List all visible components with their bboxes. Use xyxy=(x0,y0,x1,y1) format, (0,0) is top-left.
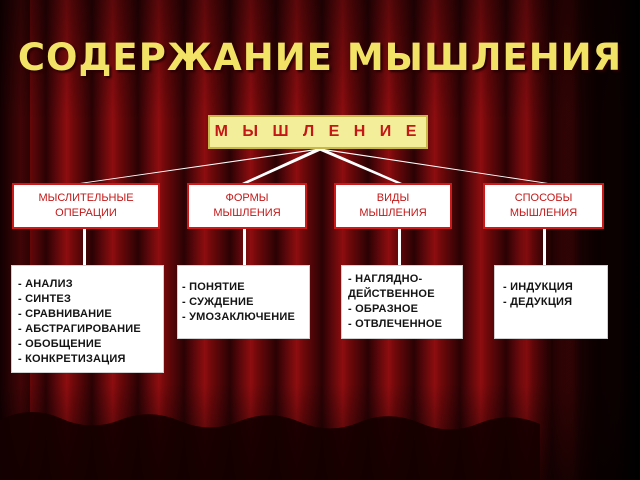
list-item: ДЕЙСТВЕННОЕ xyxy=(348,288,435,300)
list-item: - ОТВЛЕЧЕННОЕ xyxy=(348,318,443,330)
category-types: ВИДЫ МЫШЛЕНИЯ xyxy=(334,183,452,229)
list-methods: - ИНДУКЦИЯ - ДЕДУКЦИЯ xyxy=(494,265,608,339)
slide-title: СОДЕРЖАНИЕ МЫШЛЕНИЯ xyxy=(17,36,623,79)
list-item: - СИНТЕЗ xyxy=(18,293,72,305)
list-item: - НАГЛЯДНО- xyxy=(348,273,423,285)
list-forms: - ПОНЯТИЕ - СУЖДЕНИЕ - УМОЗАКЛЮЧЕНИЕ xyxy=(177,265,310,339)
category-operations: МЫСЛИТЕЛЬНЫЕ ОПЕРАЦИИ xyxy=(12,183,160,229)
connector-line xyxy=(83,229,86,265)
list-operations: - АНАЛИЗ - СИНТЕЗ - СРАВНИВАНИЕ - АБСТРА… xyxy=(11,265,164,373)
list-item: - ПОНЯТИЕ xyxy=(182,281,245,293)
list-item: - СРАВНИВАНИЕ xyxy=(18,308,112,320)
list-item: - ОБРАЗНОЕ xyxy=(348,303,419,315)
category-methods: СПОСОБЫ МЫШЛЕНИЯ xyxy=(483,183,604,229)
list-item: - УМОЗАКЛЮЧЕНИЕ xyxy=(182,311,295,323)
connector-line xyxy=(243,229,246,265)
category-forms: ФОРМЫ МЫШЛЕНИЯ xyxy=(187,183,307,229)
list-item: - ОБОБЩЕНИЕ xyxy=(18,338,102,350)
list-types: - НАГЛЯДНО- ДЕЙСТВЕННОЕ - ОБРАЗНОЕ - ОТВ… xyxy=(341,265,463,339)
connector-line xyxy=(242,149,324,183)
list-item: - СУЖДЕНИЕ xyxy=(182,296,254,308)
connector-line xyxy=(80,149,324,183)
connector-line xyxy=(316,149,402,183)
list-item: - АНАЛИЗ xyxy=(18,278,73,290)
list-item: - КОНКРЕТИЗАЦИЯ xyxy=(18,353,126,365)
list-item: - ДЕДУКЦИЯ xyxy=(503,296,573,308)
root-node: М Ы Ш Л Е Н И Е xyxy=(208,115,428,149)
connector-line xyxy=(543,229,546,265)
connector-line xyxy=(316,149,548,183)
list-item: - АБСТРАГИРОВАНИЕ xyxy=(18,323,141,335)
connector-line xyxy=(398,229,401,265)
list-item: - ИНДУКЦИЯ xyxy=(503,281,573,293)
